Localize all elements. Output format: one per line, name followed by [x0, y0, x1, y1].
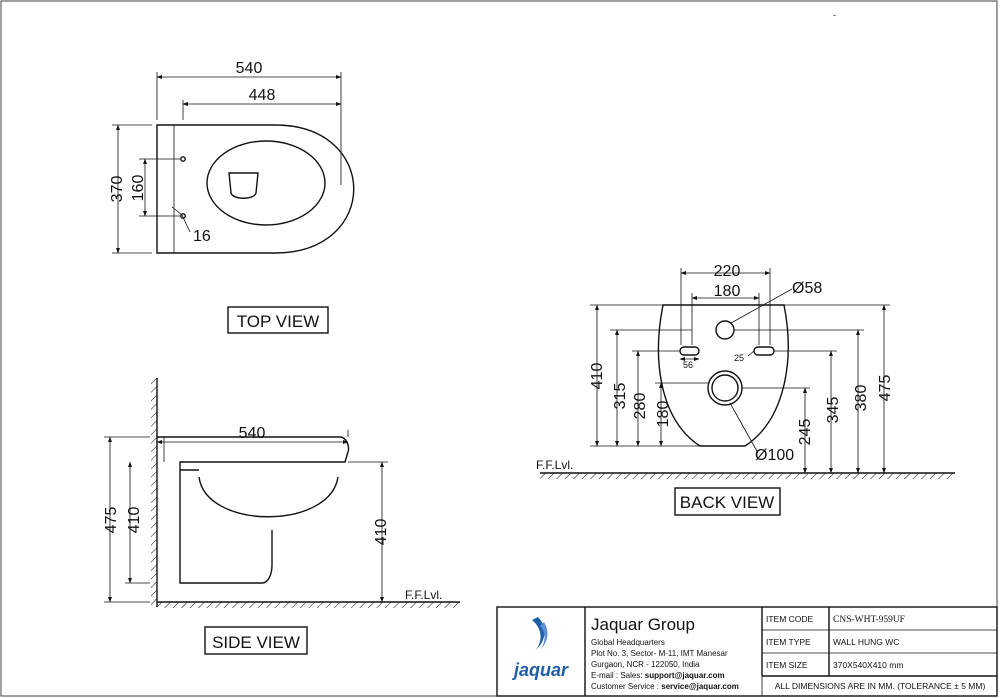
top-dim-160: 160 — [130, 175, 147, 202]
back-dim-220: 220 — [714, 263, 741, 280]
back-dim-dia58: Ø58 — [792, 280, 822, 297]
address-line-1: Global Headquarters — [591, 638, 665, 647]
back-dim-56: 56 — [683, 360, 693, 370]
side-view-label: SIDE VIEW — [212, 633, 300, 652]
back-dim-410: 410 — [589, 363, 606, 390]
side-dim-540: 540 — [239, 425, 266, 442]
back-dim-180-width: 180 — [714, 283, 741, 300]
back-view-label: BACK VIEW — [680, 493, 774, 512]
back-dim-25: 25 — [734, 353, 744, 363]
back-floor-label: F.F.Lvl. — [536, 458, 573, 472]
top-view-label: TOP VIEW — [237, 312, 320, 331]
side-view: F.F.Lvl. 540 475 410 410 — [103, 378, 460, 608]
back-dim-380: 380 — [853, 385, 870, 412]
back-dim-245: 245 — [797, 419, 814, 446]
back-dim-475: 475 — [877, 375, 894, 402]
back-dim-280: 280 — [632, 393, 649, 420]
svg-text:-: - — [833, 10, 836, 20]
item-type-label: ITEM TYPE — [766, 637, 811, 647]
top-dim-448: 448 — [249, 87, 276, 104]
address-line-2: Plot No. 3, Sector- M-11, IMT Manesar — [591, 649, 728, 658]
side-floor-label: F.F.Lvl. — [405, 588, 442, 602]
side-dim-410-left: 410 — [126, 507, 143, 534]
jaquar-logo: jaquar — [512, 617, 569, 680]
back-dim-345: 345 — [825, 397, 842, 424]
item-code-value: CNS-WHT-959UF — [833, 615, 905, 625]
sales-line: E-mail : Sales: support@jaquar.com — [591, 671, 725, 680]
dimensions-note: ALL DIMENSIONS ARE IN MM. (TOLERANCE ± 5… — [775, 681, 986, 691]
address-line-3: Gurgaon, NCR - 122050, India — [591, 660, 700, 669]
title-block: jaquar Jaquar Group Global Headquarters … — [496, 606, 998, 697]
back-view-label-box — [674, 487, 781, 516]
back-dim-180-height: 180 — [655, 401, 672, 428]
item-type-value: WALL HUNG WC — [833, 637, 899, 647]
top-view: 540 448 370 160 16 — [109, 60, 355, 254]
top-dim-540: 540 — [236, 60, 263, 77]
side-view-label-box — [204, 626, 308, 655]
item-size-label: ITEM SIZE — [766, 660, 808, 670]
service-line: Customer Service : service@jaquar.com — [591, 682, 739, 691]
top-dim-370: 370 — [109, 176, 126, 203]
top-view-label-box — [227, 306, 329, 334]
item-code-label: ITEM CODE — [766, 614, 814, 624]
logo-wordmark: jaquar — [512, 660, 569, 680]
back-view: F.F.Lvl. 220 180 Ø58 Ø100 56 25 410 — [536, 263, 955, 479]
side-dim-410-right: 410 — [373, 519, 390, 546]
item-size-value: 370X540X410 mm — [833, 660, 903, 670]
company-name: Jaquar Group — [591, 615, 695, 634]
side-dim-475: 475 — [103, 507, 120, 534]
back-dim-315: 315 — [612, 383, 629, 410]
top-dim-16: 16 — [193, 228, 211, 245]
back-dim-dia100: Ø100 — [755, 447, 794, 464]
